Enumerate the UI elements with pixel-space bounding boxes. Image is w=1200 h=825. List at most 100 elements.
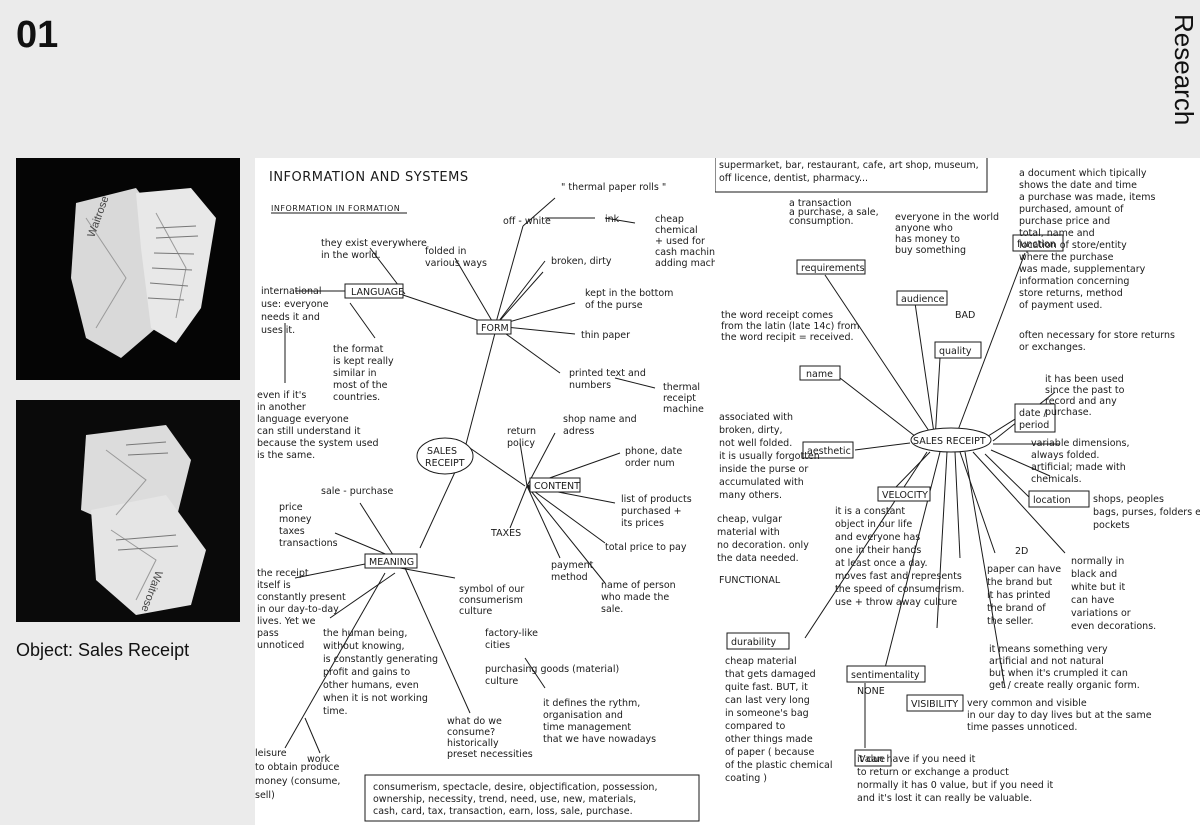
note-payment-0: payment xyxy=(551,560,594,571)
note-normally-5: even decorations. xyxy=(1071,621,1156,632)
note-normally-3: can have xyxy=(1071,595,1115,606)
node-durability: durability xyxy=(731,637,776,648)
note-durable-4: in someone's bag xyxy=(725,708,809,719)
note-consume-3: preset necessities xyxy=(447,749,533,760)
node-form: FORM xyxy=(481,323,509,334)
note-format-0: the format xyxy=(333,344,384,355)
note-human-0: the human being, xyxy=(323,628,407,639)
note-shop-1: adress xyxy=(563,426,594,437)
note-paper-4: the seller. xyxy=(987,616,1034,627)
note-return-1: policy xyxy=(507,438,535,449)
note-person-0: name of person xyxy=(601,580,676,591)
note-format-1: is kept really xyxy=(333,356,394,367)
note-cheap-0: cheap, vulgar xyxy=(717,514,782,525)
note-consume-2: historically xyxy=(447,738,499,749)
note-cheap-4: adding machine xyxy=(655,258,715,269)
note-document-8: was made, supplementary xyxy=(1019,264,1146,275)
node-language: LANGUAGE xyxy=(351,287,404,298)
note-price-3: transactions xyxy=(279,538,338,549)
note-means-1: artificial and not natural xyxy=(989,656,1104,667)
note-offwhite: off - white xyxy=(503,216,551,227)
note-keywords-1: ownership, necessity, trend, need, use, … xyxy=(373,794,636,805)
note-normally-0: normally in xyxy=(1071,556,1124,567)
note-paper-1: the brand but xyxy=(987,577,1052,588)
note-top-1: off licence, dentist, pharmacy... xyxy=(719,173,868,184)
note-symbol-0: symbol of our xyxy=(459,584,524,595)
note-broken: broken, dirty xyxy=(551,256,612,267)
note-transaction-2: consumption. xyxy=(789,216,854,227)
note-variable-3: chemicals. xyxy=(1031,474,1082,485)
note-document-4: purchase price and xyxy=(1019,216,1110,227)
note-receipt_itself-6: unnoticed xyxy=(257,640,304,651)
note-visible-1: in our day to day lives but at the same xyxy=(967,710,1152,721)
note-return-0: return xyxy=(507,426,536,437)
note-durable-0: cheap material xyxy=(725,656,797,667)
note-price-1: money xyxy=(279,514,312,525)
note-even-2: language everyone xyxy=(257,414,349,425)
note-variable-2: artificial; made with xyxy=(1031,462,1126,473)
note-keywords-0: consumerism, spectacle, desire, objectif… xyxy=(373,782,657,793)
note-even-1: in another xyxy=(257,402,306,413)
note-receipt_itself-1: itself is xyxy=(257,580,291,591)
note-thermal_machine-2: machine xyxy=(663,404,704,415)
note-factory-0: factory-like xyxy=(485,628,538,639)
note-format-2: similar in xyxy=(333,368,377,379)
mindmap-sheet-left: INFORMATION AND SYSTEMS INFORMATION IN F… xyxy=(255,158,715,825)
receipt-photo-bottom: Waitrose xyxy=(16,400,240,622)
note-international-2: needs it and xyxy=(261,312,320,323)
note-constant-1: object in our life xyxy=(835,519,912,530)
note-normally-2: white but it xyxy=(1071,582,1125,593)
note-receipt_itself-3: in our day-to-day xyxy=(257,604,339,615)
note-document-0: a document which tipically xyxy=(1019,168,1147,179)
note-shops-1: bags, purses, folders etc. xyxy=(1093,507,1200,518)
note-constant-7: use + throw away culture xyxy=(835,597,957,608)
note-associated-5: accumulated with xyxy=(719,477,804,488)
note-durable-1: that gets damaged xyxy=(725,669,816,680)
note-cheap-1: chemical xyxy=(655,225,698,236)
receipt-photo-top: Waitrose xyxy=(16,158,240,380)
note-printed-1: numbers xyxy=(569,380,611,391)
note-purchasing-0: purchasing goods (material) xyxy=(485,664,619,675)
note-associated-1: broken, dirty, xyxy=(719,425,783,436)
note-cheap-1: material with xyxy=(717,527,780,538)
note-document-3: purchased, amount of xyxy=(1019,204,1124,215)
note-human-3: profit and gains to xyxy=(323,667,410,678)
node-meaning: MEANING xyxy=(369,557,414,568)
note-transaction-1: a purchase, a sale, xyxy=(789,207,879,218)
note-human-6: time. xyxy=(323,706,347,717)
note-means-3: get / create really organic form. xyxy=(989,680,1140,691)
note-leisure-2: money (consume, xyxy=(255,776,340,787)
note-taxes: TAXES xyxy=(490,528,521,539)
note-shops-0: shops, peoples xyxy=(1093,494,1164,505)
note-means-2: but when it's crumpled it can xyxy=(989,668,1128,679)
note-variable-0: variable dimensions, xyxy=(1031,438,1130,449)
note-cheap-2: + used for xyxy=(655,236,705,247)
note-list-2: its prices xyxy=(621,518,664,529)
note-constant-5: moves fast and represents xyxy=(835,571,962,582)
note-cheap-0: cheap xyxy=(655,214,684,225)
note-printed-0: printed text and xyxy=(569,368,646,379)
note-document-2: a purchase was made, items xyxy=(1019,192,1155,203)
note-returns-1: or exchanges. xyxy=(1019,342,1086,353)
note-constant-2: and everyone has xyxy=(835,532,920,543)
page-number: 01 xyxy=(16,14,59,56)
note-constant-0: it is a constant xyxy=(835,506,905,517)
note-list-0: list of products xyxy=(621,494,692,505)
object-caption: Object: Sales Receipt xyxy=(16,640,190,660)
note-associated-0: associated with xyxy=(719,412,793,423)
note-international-0: international xyxy=(261,286,321,297)
note-past-2: record and any xyxy=(1045,396,1117,407)
note-price-0: price xyxy=(279,502,303,513)
note-list-1: purchased + xyxy=(621,506,682,517)
node-name: name xyxy=(806,369,833,380)
note-phone-1: order num xyxy=(625,458,675,469)
note-rhythm-0: it defines the rythm, xyxy=(543,698,640,709)
note-document-1: shows the date and time xyxy=(1019,180,1137,191)
right-center-label: SALES RECEIPT xyxy=(913,436,986,447)
note-value_note-3: and it's lost it can really be valuable. xyxy=(857,793,1032,804)
note-functional: FUNCTIONAL xyxy=(719,575,781,586)
note-top-0: supermarket, bar, restaurant, cafe, art … xyxy=(719,160,979,171)
note-everyone-0: everyone in the world xyxy=(895,212,999,223)
note-constant-6: the speed of consumerism. xyxy=(835,584,964,595)
note-even-0: even if it's xyxy=(257,390,306,401)
